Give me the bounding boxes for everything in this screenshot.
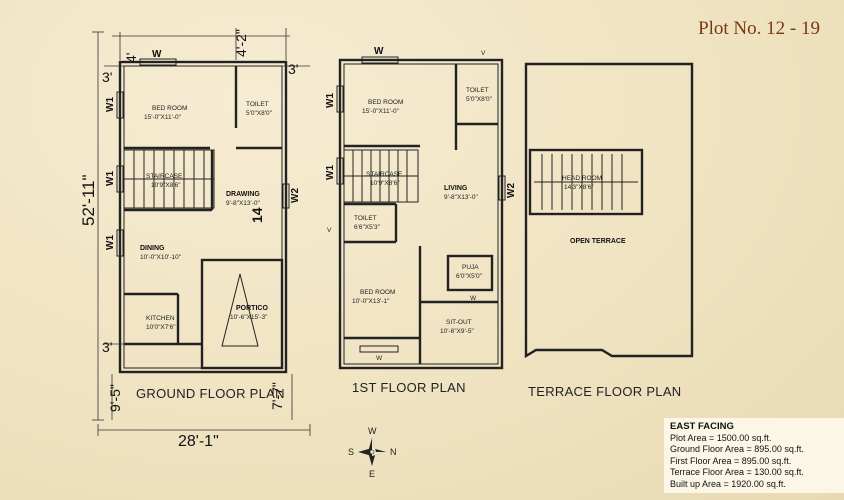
ground-window-w1 bbox=[116, 229, 124, 257]
dim-top-4: 4' bbox=[123, 53, 139, 63]
room-size: 9'-8"X13'-0" bbox=[226, 200, 261, 207]
room-size: 14'3"X8'6" bbox=[564, 184, 594, 191]
first-window-w2 bbox=[498, 175, 506, 201]
ground-floor-plan: W W1 W1 W1 W2 14 BED ROOM 15'-0"X11'-0" … bbox=[79, 28, 311, 450]
first-w1-label: W1 bbox=[325, 93, 336, 108]
area-legend: EAST FACING Plot Area = 1500.00 sq.ft. G… bbox=[664, 418, 844, 493]
first-window-label: W bbox=[374, 46, 384, 57]
ground-dimension-lines bbox=[92, 28, 311, 436]
ground-portico-wall bbox=[200, 258, 284, 370]
compass-n: W bbox=[368, 426, 377, 436]
room-size: 10'9"X8'6" bbox=[370, 180, 400, 187]
first-v-label: V bbox=[327, 227, 332, 234]
room-name: LIVING bbox=[444, 185, 468, 192]
ground-w1-label: W1 bbox=[105, 171, 116, 186]
dim-right-3-top: 3' bbox=[288, 61, 298, 77]
room-size: 10'9"X8'6" bbox=[151, 182, 181, 189]
ground-portico-ramp bbox=[221, 273, 259, 347]
ground-window-label: W bbox=[152, 49, 162, 60]
first-stair-treads bbox=[344, 150, 418, 202]
ground-w1-label: W1 bbox=[105, 235, 116, 250]
legend-line: Plot Area = 1500.00 sq.ft. bbox=[670, 432, 772, 443]
dim-top-4-2: 4'-2" bbox=[233, 29, 249, 57]
terrace-floor-label: TERRACE FLOOR PLAN bbox=[528, 384, 682, 399]
room-size: 10'0"X7'6" bbox=[146, 324, 176, 331]
ground-window-w1 bbox=[116, 91, 124, 119]
room-name: STAIRCASE bbox=[366, 171, 403, 178]
room-size: 15'-0"X11'-0" bbox=[362, 108, 400, 115]
terrace-stair-treads bbox=[534, 154, 638, 210]
room-name: STAIRCASE bbox=[146, 173, 183, 180]
first-window-w1 bbox=[336, 157, 344, 185]
room-size: 10'-0"X13'-1" bbox=[352, 298, 390, 305]
room-name: PORTICO bbox=[236, 305, 268, 312]
first-w2-label: W2 bbox=[506, 183, 517, 198]
dim-left-3-top: 3' bbox=[102, 69, 112, 85]
first-window-w1 bbox=[336, 85, 344, 113]
legend-line: Built up Area = 1920.00 sq.ft. bbox=[670, 478, 786, 489]
first-floor-label: 1ST FLOOR PLAN bbox=[352, 380, 466, 395]
terrace-outer-wall bbox=[524, 62, 694, 359]
terrace-floor-plan: HEAD ROOM 14'3"X8'6" OPEN TERRACE bbox=[524, 62, 694, 359]
ground-w2-label: W2 bbox=[290, 188, 301, 203]
room-name: TOILET bbox=[246, 101, 269, 108]
ground-window-w2 bbox=[282, 183, 290, 209]
compass-e: N bbox=[390, 447, 397, 457]
first-window-bottom bbox=[359, 345, 399, 353]
plot-title: Plot No. 12 - 19 bbox=[698, 18, 820, 39]
room-size: 10'-6"X9'-5" bbox=[440, 328, 475, 335]
ground-stair-treads bbox=[124, 150, 214, 208]
dim-bottom-7-7: 7'-7" bbox=[269, 382, 285, 410]
first-window-label: W bbox=[376, 355, 383, 362]
dim-bottom-9-5: 9'-5" bbox=[107, 384, 123, 412]
room-size: 5'0"X8'0" bbox=[246, 110, 273, 117]
compass-w: S bbox=[348, 447, 354, 457]
dim-height-total: 52'-11" bbox=[79, 175, 98, 227]
room-name: TOILET bbox=[354, 215, 377, 222]
room-name: HEAD ROOM bbox=[562, 175, 602, 182]
first-outer-wall bbox=[338, 58, 504, 370]
dim-left-3-bottom: 3' bbox=[102, 339, 112, 355]
room-name: DRAWING bbox=[226, 191, 260, 198]
legend-line: Ground Floor Area = 895.00 sq.ft. bbox=[670, 444, 804, 454]
ground-14-label: 14 bbox=[249, 207, 265, 223]
first-w1-label: W1 bbox=[325, 165, 336, 180]
room-size: 10'-6"X15'-3" bbox=[230, 314, 268, 321]
room-size: 10'-0"X10'-10" bbox=[140, 254, 182, 261]
first-floor-plan: W W1 W1 W2 V V W W BED ROOM 15'-0"X11'-0… bbox=[325, 46, 517, 370]
ground-floor-label: GROUND FLOOR PLAN bbox=[136, 386, 285, 401]
room-name: TOILET bbox=[466, 87, 489, 94]
room-name: SIT-OUT bbox=[446, 319, 472, 326]
dim-width-total: 28'-1" bbox=[178, 433, 219, 450]
compass-icon: W S N E bbox=[348, 426, 397, 479]
first-window-label: W bbox=[470, 295, 477, 302]
room-name: BED ROOM bbox=[368, 99, 403, 106]
first-window-top bbox=[361, 56, 399, 64]
room-size: 15'-0"X11'-0" bbox=[144, 114, 182, 121]
room-size: 9'-8"X13'-0" bbox=[444, 194, 479, 201]
ground-window-w1 bbox=[116, 165, 124, 193]
room-name: BED ROOM bbox=[360, 289, 395, 296]
ground-w1-label: W1 bbox=[105, 97, 116, 112]
legend-line: Terrace Floor Area = 130.00 sq.ft. bbox=[670, 467, 804, 477]
compass-s: E bbox=[369, 469, 375, 479]
room-size: 5'0"X8'0" bbox=[466, 96, 493, 103]
room-name: OPEN TERRACE bbox=[570, 238, 626, 245]
room-size: 6'0"X5'0" bbox=[456, 273, 483, 280]
legend-line: First Floor Area = 895.00 sq.ft. bbox=[670, 455, 792, 466]
room-name: PUJA bbox=[462, 264, 479, 271]
room-name: DINING bbox=[140, 245, 165, 252]
room-size: 6'6"X5'3" bbox=[354, 224, 381, 231]
legend-title: EAST FACING bbox=[670, 421, 734, 432]
ground-outer-wall bbox=[118, 60, 288, 374]
room-name: BED ROOM bbox=[152, 105, 187, 112]
first-puja-wall bbox=[446, 254, 494, 292]
terrace-headroom-wall bbox=[528, 148, 644, 216]
room-name: KITCHEN bbox=[146, 315, 175, 322]
ground-window-top bbox=[139, 58, 177, 66]
first-v-label: V bbox=[481, 50, 486, 57]
